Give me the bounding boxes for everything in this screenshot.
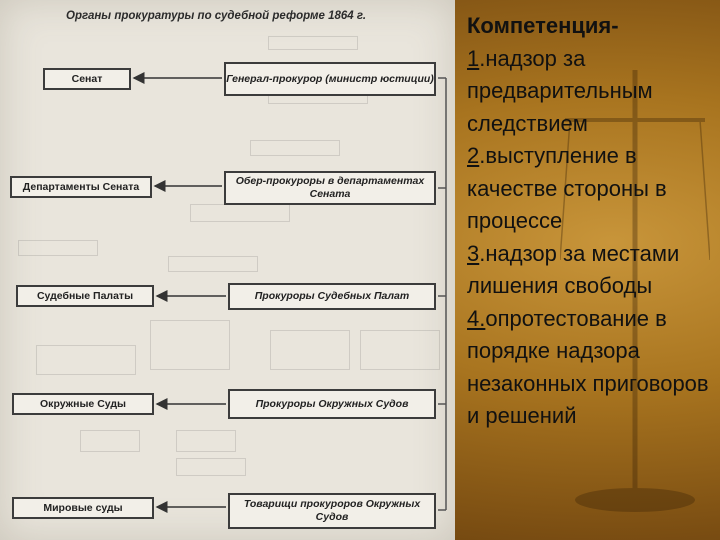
competence-item: 3.надзор за местами лишения свободы — [467, 238, 717, 303]
competence-item: 4.опротестование в порядке надзора незак… — [467, 303, 717, 433]
box-deputy-prosecutors: Товарищи прокуроров Окружных Судов — [228, 493, 436, 529]
faded-box — [80, 430, 140, 452]
connector-lines — [132, 72, 447, 513]
faded-box — [18, 240, 98, 256]
faded-box — [168, 256, 258, 272]
box-district-prosecutors: Прокуроры Окружных Судов — [228, 389, 436, 419]
box-judicial-chambers: Судебные Палаты — [16, 285, 154, 307]
item-number: 3 — [467, 240, 480, 266]
faded-box — [360, 330, 440, 370]
competence-panel: Компетенция- 1.надзор за предварительным… — [467, 10, 717, 433]
faded-box — [176, 458, 246, 476]
competence-heading: Компетенция- — [467, 13, 619, 38]
competence-item: 2.выступление в качестве стороны в проце… — [467, 140, 717, 238]
item-text: .надзор за местами лишения свободы — [467, 240, 680, 299]
competence-item: 1.надзор за предварительным следствием — [467, 43, 717, 141]
faded-box — [36, 345, 136, 375]
faded-box — [268, 36, 358, 50]
item-text: .надзор за предварительным следствием — [467, 45, 653, 136]
diagram-scan: Органы прокуратуры по судебной реформе 1… — [0, 0, 455, 540]
item-text: .выступление в качестве стороны в процес… — [467, 143, 667, 233]
faded-box — [176, 430, 236, 452]
item-text: опротестование в порядке надзора незакон… — [467, 305, 709, 429]
box-chief-prosecutors: Обер-прокуроры в департаментах Сената — [224, 171, 436, 205]
scales-of-justice-icon — [560, 70, 710, 512]
box-district-courts: Окружные Суды — [12, 393, 154, 415]
box-senat: Сенат — [43, 68, 131, 90]
faded-box — [250, 140, 340, 156]
box-senate-departments: Департаменты Сената — [10, 176, 152, 198]
box-prosecutor-general: Генерал-прокурор (министр юстиции) — [224, 62, 436, 96]
item-number: 4. — [467, 305, 486, 331]
item-number: 1 — [467, 45, 480, 71]
item-number: 2 — [467, 143, 480, 168]
diagram-title: Органы прокуратуры по судебной реформе 1… — [66, 10, 367, 22]
faded-box — [270, 330, 350, 370]
faded-box — [150, 320, 230, 370]
box-chamber-prosecutors: Прокуроры Судебных Палат — [228, 283, 436, 310]
box-magistrate-courts: Мировые суды — [12, 497, 154, 519]
